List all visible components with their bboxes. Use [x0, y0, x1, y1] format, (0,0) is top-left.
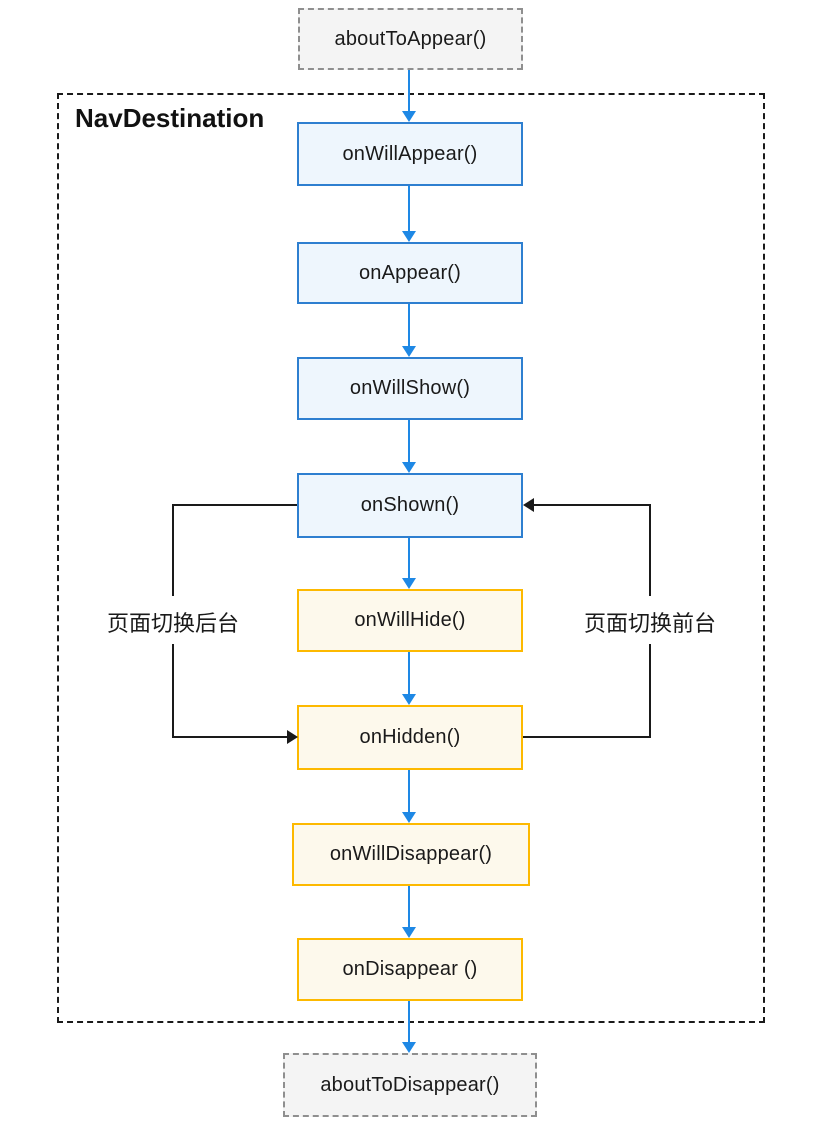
- node-onwilldisappear: onWillDisappear(): [292, 823, 530, 886]
- node-onshown: onShown(): [297, 473, 523, 538]
- branch-label-foreground: 页面切换前台: [570, 606, 730, 638]
- node-onwillappear: onWillAppear(): [297, 122, 523, 186]
- navdestination-label: NavDestination: [75, 103, 265, 133]
- node-label: onWillShow(): [349, 377, 471, 399]
- node-label: onWillAppear(): [342, 142, 478, 165]
- node-onhidden: onHidden(): [297, 705, 523, 770]
- node-about-to-appear: aboutToAppear(): [298, 8, 523, 70]
- node-onwillshow: onWillShow(): [297, 357, 523, 420]
- node-label: aboutToAppear(): [334, 27, 487, 50]
- node-label: onWillDisappear(): [329, 843, 493, 865]
- node-label: onHidden(): [359, 726, 461, 748]
- node-onappear: onAppear(): [297, 242, 523, 304]
- node-label: onDisappear (): [342, 958, 478, 980]
- node-label: aboutToDisappear(): [320, 1073, 500, 1096]
- node-label: onAppear(): [358, 261, 462, 284]
- node-about-to-disappear: aboutToDisappear(): [283, 1053, 537, 1117]
- branch-label-background: 页面切换后台: [93, 606, 253, 638]
- node-label: onShown(): [360, 494, 460, 516]
- node-label: onWillHide(): [354, 609, 466, 631]
- node-onwillhide: onWillHide(): [297, 589, 523, 652]
- node-ondisappear: onDisappear (): [297, 938, 523, 1001]
- navdestination-container: [57, 93, 765, 1023]
